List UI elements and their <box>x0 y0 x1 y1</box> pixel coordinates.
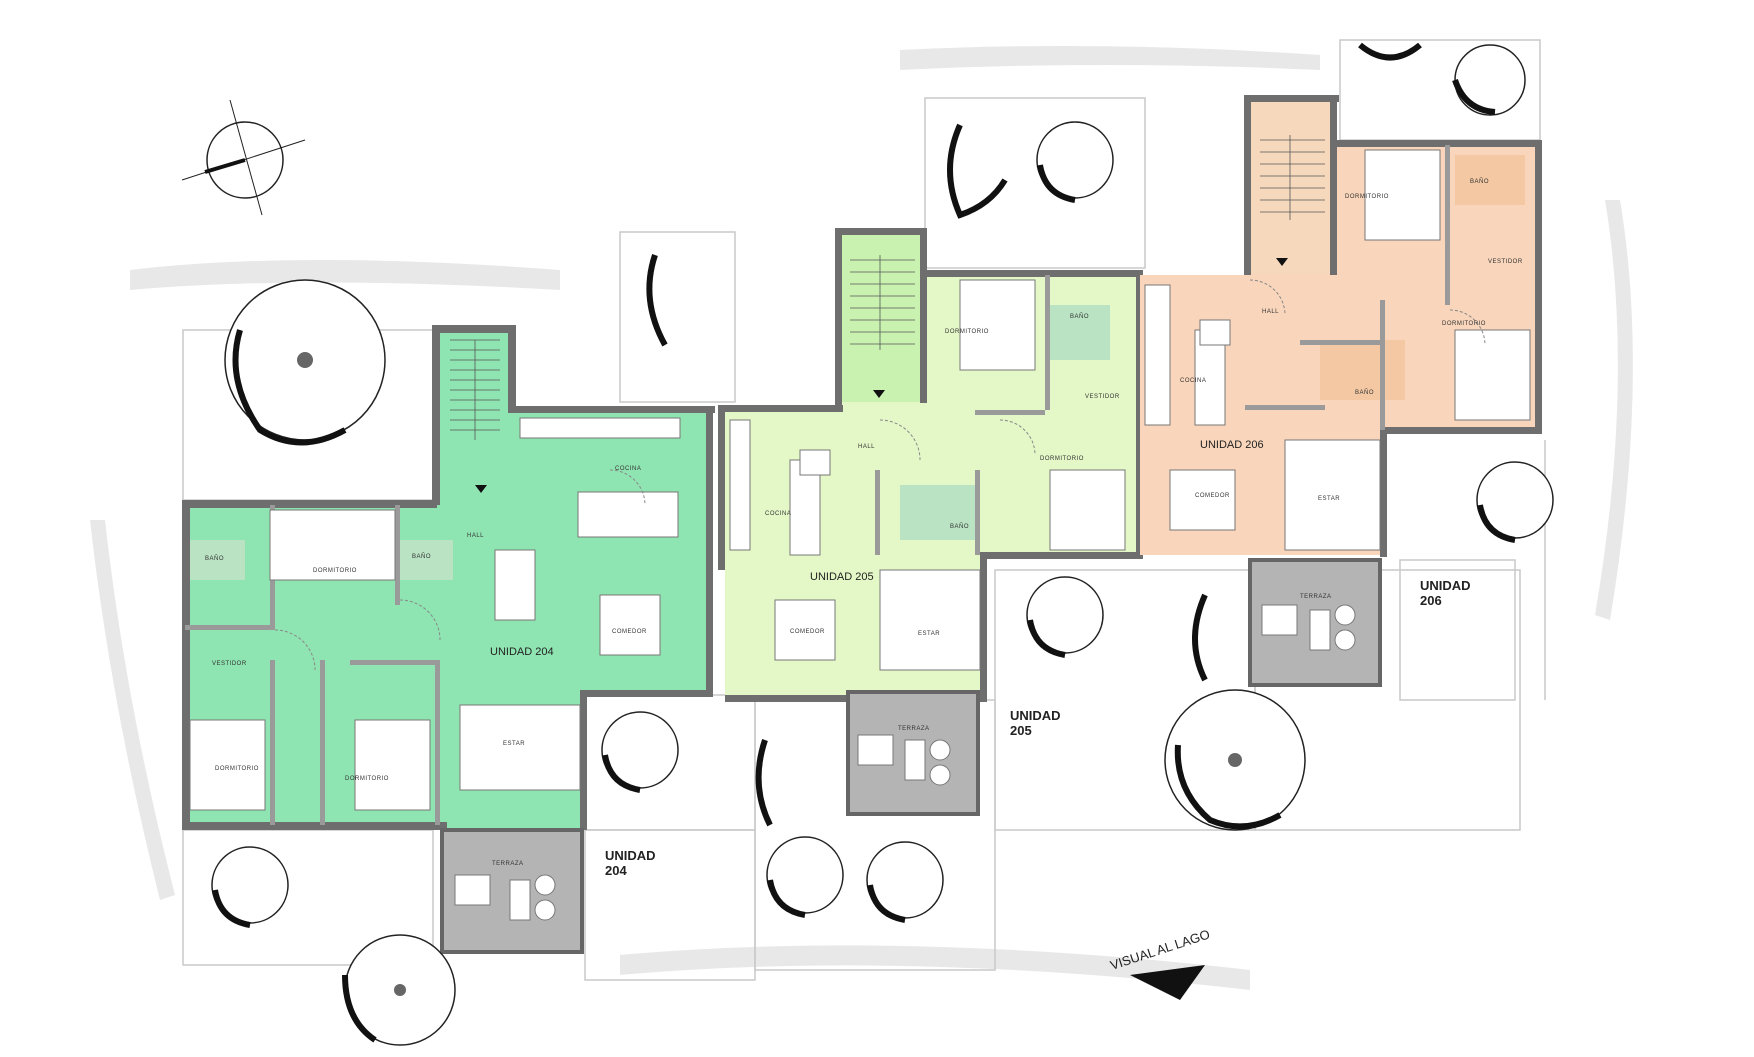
unit-206-stairs <box>1250 98 1335 273</box>
room-label: COCINA <box>1180 378 1206 384</box>
tree-icon <box>1026 576 1104 658</box>
room-label: HALL <box>858 444 875 450</box>
tree-icon <box>766 836 844 918</box>
room-label: DORMITORIO <box>945 329 989 335</box>
room-label: ESTAR <box>1318 496 1340 502</box>
view-arrow-icon <box>1130 965 1205 1000</box>
stairs-icon <box>450 339 500 440</box>
room-label: VESTIDOR <box>1085 394 1120 400</box>
room-label: BAÑO <box>950 523 969 530</box>
room-label: DORMITORIO <box>1442 321 1486 327</box>
room-label: COMEDOR <box>790 629 825 635</box>
tree-icon <box>1452 44 1526 116</box>
room-label: TERRAZA <box>898 726 930 732</box>
unit-206-ext-label-2: 206 <box>1420 593 1442 608</box>
unit-206-ext-label-1: UNIDAD <box>1420 578 1471 593</box>
room-label: DORMITORIO <box>345 776 389 782</box>
unit-205-ext-label-2: 205 <box>1010 723 1032 738</box>
room-label: COCINA <box>615 466 641 472</box>
room-label: HALL <box>1262 309 1279 315</box>
unit-204-ext-label-1: UNIDAD <box>605 848 656 863</box>
tree-icon <box>866 841 944 923</box>
unit-204-ext-label-2: 204 <box>605 863 627 878</box>
room-label: ESTAR <box>918 631 940 637</box>
site-outlines <box>182 39 1546 981</box>
unit-204 <box>182 325 715 954</box>
room-label: TERRAZA <box>1300 594 1332 600</box>
unit-206 <box>1140 95 1542 687</box>
room-label: VESTIDOR <box>1488 259 1523 265</box>
unit-205-ext-label-1: UNIDAD <box>1010 708 1061 723</box>
room-label: COMEDOR <box>612 629 647 635</box>
unit-204-label: UNIDAD 204 <box>490 646 554 658</box>
unit-205-stairs <box>840 232 925 402</box>
room-label: DORMITORIO <box>215 766 259 772</box>
ground-stipple <box>90 46 1633 990</box>
room-label: BAÑO <box>1070 313 1089 320</box>
room-label: COMEDOR <box>1195 493 1230 499</box>
room-label: DORMITORIO <box>1040 456 1084 462</box>
room-label: BAÑO <box>205 555 224 562</box>
tree-icon <box>1476 461 1554 543</box>
room-label: TERRAZA <box>492 861 524 867</box>
stairs-icon <box>850 255 915 350</box>
tree-icon <box>211 846 289 928</box>
room-label: DORMITORIO <box>1345 194 1389 200</box>
room-label: VESTIDOR <box>212 661 247 667</box>
room-label: ESTAR <box>503 741 525 747</box>
unit-205 <box>718 228 1143 816</box>
tree-icon <box>224 279 386 446</box>
unit-206-label: UNIDAD 206 <box>1200 439 1264 451</box>
room-label: HALL <box>467 533 484 539</box>
room-label: DORMITORIO <box>313 568 357 574</box>
tree-icon <box>1358 42 1422 61</box>
tree-icon <box>646 123 1208 827</box>
tree-icon <box>1036 121 1114 203</box>
room-label: BAÑO <box>1470 178 1489 185</box>
room-label: COCINA <box>765 511 791 517</box>
tree-icon <box>601 711 679 793</box>
room-label: BAÑO <box>1355 389 1374 396</box>
stairs-icon <box>1260 135 1325 220</box>
compass-icon <box>181 99 306 216</box>
unit-205-label: UNIDAD 205 <box>810 571 874 583</box>
tree-icon <box>1164 689 1306 831</box>
room-label: BAÑO <box>412 553 431 560</box>
tree-icon <box>342 934 456 1046</box>
